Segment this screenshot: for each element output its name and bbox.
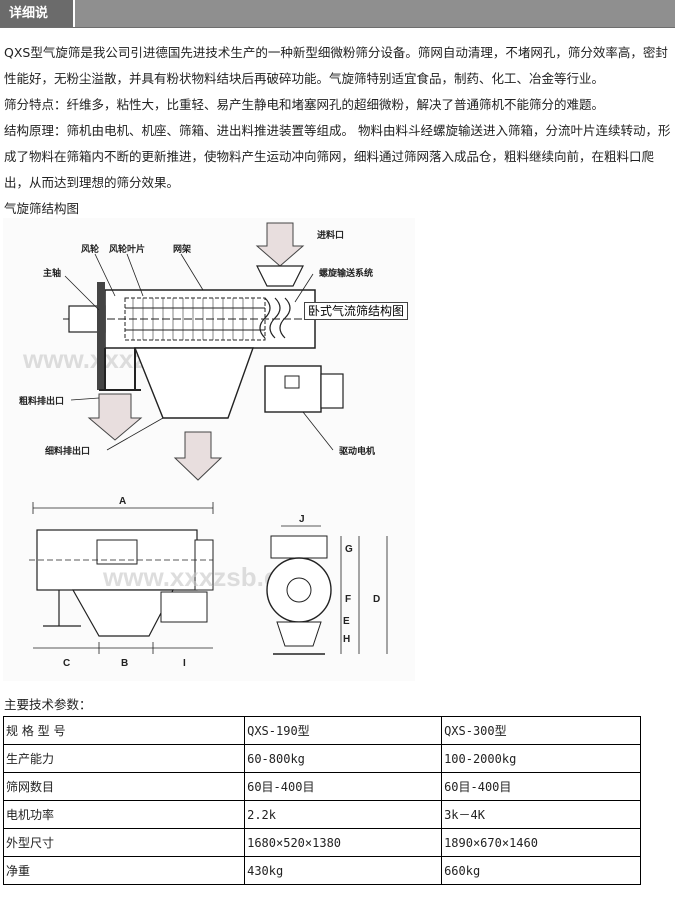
dim-c: C [63, 658, 70, 669]
dim-d: D [373, 594, 380, 605]
table-cell: 生产能力 [2, 744, 246, 773]
figure-caption: 气旋筛结构图 [4, 201, 80, 216]
dim-j: J [299, 514, 305, 525]
label-fine-outlet: 细料排出口 [45, 445, 90, 457]
fine-outlet-arrow [173, 431, 223, 481]
dim-h: H [343, 634, 350, 645]
label-inlet: 进料口 [317, 229, 344, 241]
table-row: 净重 430kg 660kg [2, 856, 641, 885]
detail-header-bar: 详细说明： [0, 0, 675, 48]
label-fan-blade: 风轮叶片 [109, 243, 145, 255]
label-mesh-frame: 网架 [173, 243, 191, 255]
table-cell: 1680×520×1380 [244, 828, 443, 857]
label-motor: 驱动电机 [339, 445, 375, 457]
drive-motor [264, 365, 322, 413]
principle-paragraph: 结构原理：筛机由电机、机座、筛箱、进出料推进装置等组成。 物料由料斗经螺旋输送进… [4, 123, 671, 190]
table-row: 筛网数目 60目-400目 60目-400目 [2, 772, 641, 801]
table-cell: 60-800kg [244, 744, 443, 773]
label-fan: 风轮 [81, 243, 99, 255]
table-cell: 1890×670×1460 [441, 828, 641, 857]
table-cell: 2.2k [244, 800, 443, 829]
dim-b: B [121, 658, 128, 669]
table-cell: 430kg [244, 856, 443, 885]
params-table: 规 格 型 号 QXS-190型 QXS-300型 生产能力 60-800kg … [2, 716, 641, 885]
structure-diagram-svg: www.xxxzsb.com [3, 218, 415, 681]
params-title: 主要技术参数： [4, 697, 92, 712]
dim-i: I [183, 658, 186, 669]
dim-g: G [345, 544, 353, 555]
table-row: 外型尺寸 1680×520×1380 1890×670×1460 [2, 828, 641, 857]
table-cell: 60目-400目 [244, 772, 443, 801]
table-cell: QXS-300型 [441, 716, 641, 745]
table-cell: QXS-190型 [244, 716, 443, 745]
table-cell: 筛网数目 [2, 772, 246, 801]
features-paragraph: 筛分特点：纤维多，粘性大，比重轻、易产生静电和堵塞网孔的超细微粉，解决了普通筛机… [4, 97, 605, 112]
structure-diagram: www.xxxzsb.com [3, 218, 415, 681]
table-cell: 净重 [2, 856, 246, 885]
coarse-outlet-arrow [87, 393, 143, 441]
intro-paragraph: QXS型气旋筛是我公司引进德国先进技术生产的一种新型细微粉筛分设备。筛网自动清理… [4, 45, 668, 86]
dim-a: A [119, 496, 126, 507]
inlet-arrow [255, 222, 305, 267]
table-cell: 60目-400目 [441, 772, 641, 801]
screw-conveyor [259, 297, 291, 339]
table-cell: 3k－4K [441, 800, 641, 829]
table-cell: 100-2000kg [441, 744, 641, 773]
table-cell: 电机功率 [2, 800, 246, 829]
label-screw: 螺旋输送系统 [319, 267, 373, 279]
fine-hopper [133, 347, 254, 419]
dimension-front-view: J G F E H D [266, 514, 388, 655]
table-cell: 660kg [441, 856, 641, 885]
table-cell: 规 格 型 号 [2, 716, 246, 745]
table-cell: 外型尺寸 [2, 828, 246, 857]
table-row: 生产能力 60-800kg 100-2000kg [2, 744, 641, 773]
dim-e: E [343, 616, 350, 627]
table-row: 规 格 型 号 QXS-190型 QXS-300型 [2, 716, 641, 745]
hopper [256, 265, 304, 287]
dim-f: F [345, 594, 351, 605]
label-main-shaft: 主轴 [43, 267, 61, 279]
figure-tooltip: 卧式气流筛结构图 [304, 302, 409, 320]
label-coarse-outlet: 粗料排出口 [19, 395, 64, 407]
table-row: 电机功率 2.2k 3k－4K [2, 800, 641, 829]
detail-header-tab: 详细说明： [0, 0, 75, 48]
